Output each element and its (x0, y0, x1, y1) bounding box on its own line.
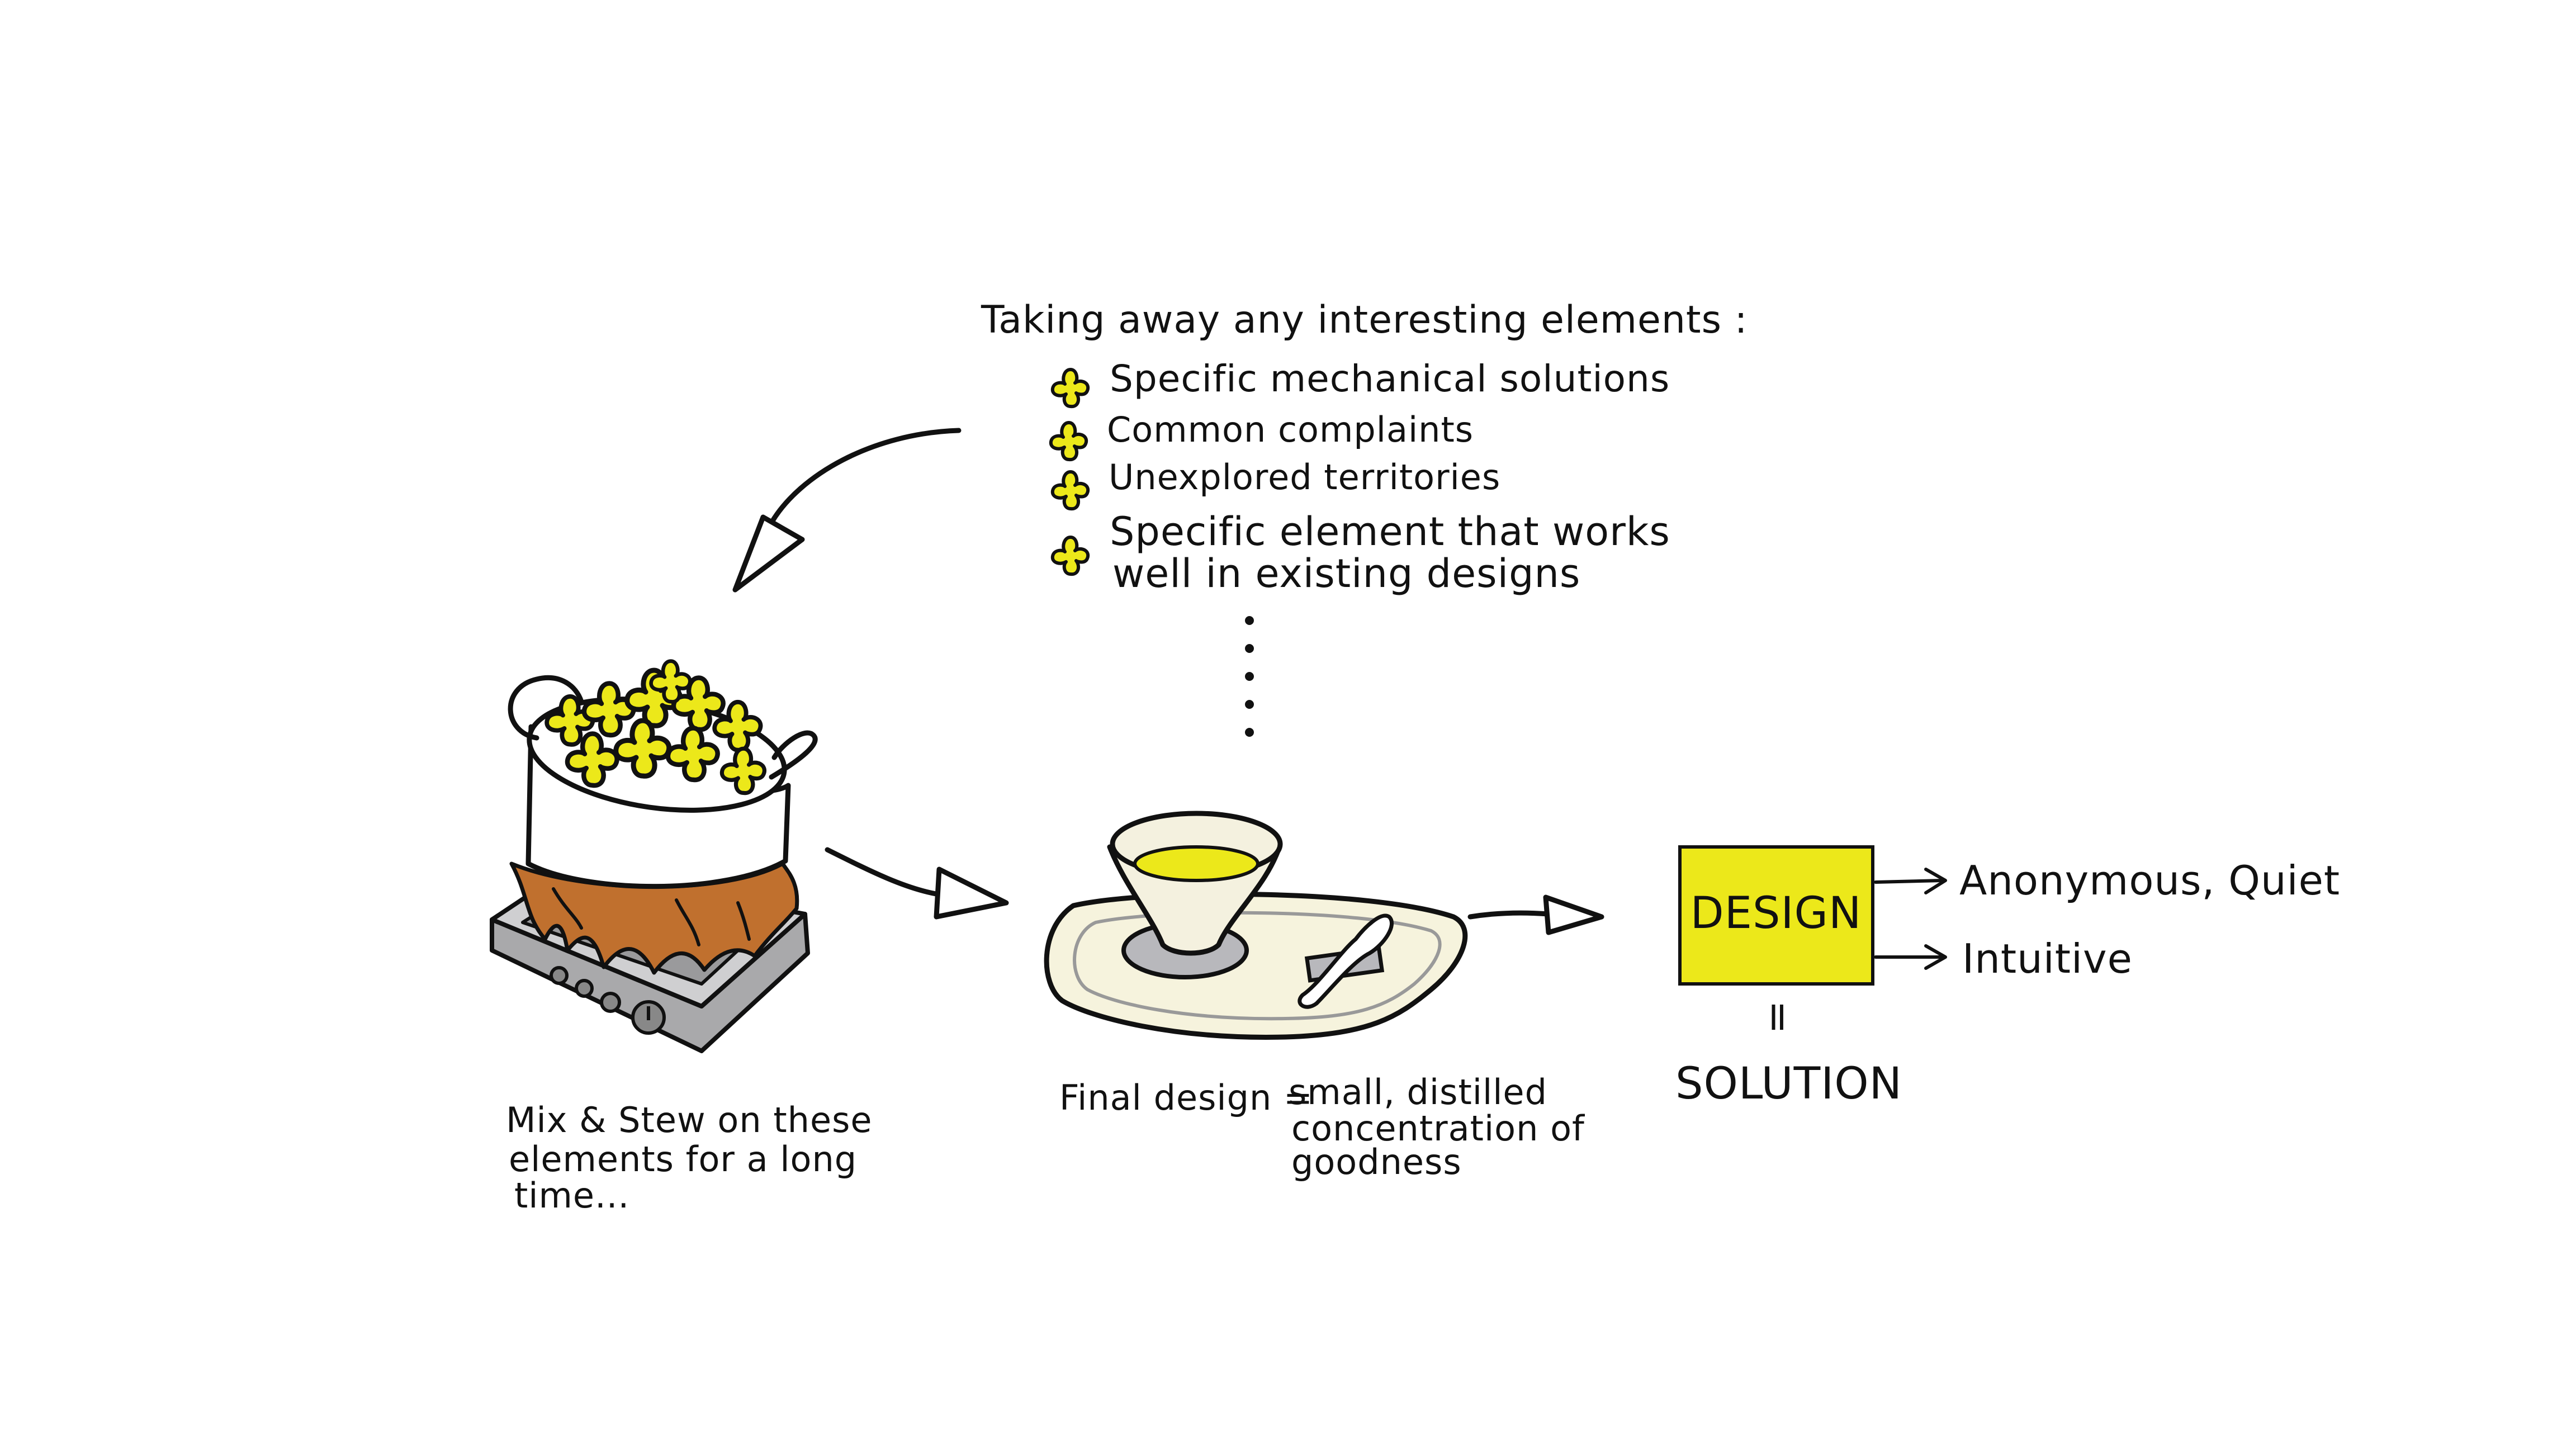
flower-icon (1053, 537, 1088, 574)
flower-icon (1053, 370, 1088, 406)
ellipsis-dots (1245, 616, 1254, 737)
arrow-dish-to-design (1467, 894, 1604, 935)
dish-caption: Final design = small, distilled concentr… (1059, 1072, 1585, 1182)
header-title: Taking away any interesting elements : (981, 298, 1748, 342)
arrow-header-to-pot (732, 428, 962, 593)
arrow-icon (732, 514, 805, 593)
bullet-item-4: Specific element that works (1110, 509, 1670, 555)
flower-icon (1053, 472, 1088, 509)
arrow-pot-to-dish (825, 847, 1009, 920)
cooking-pot-icon (508, 661, 818, 889)
design-label: DESIGN (1690, 888, 1862, 939)
arrow-icon (934, 866, 1009, 920)
bullet-item-5: well in existing designs (1112, 551, 1580, 596)
output-intuitive: Intuitive (1962, 935, 2133, 982)
dish-caption-line-2: concentration of (1291, 1108, 1585, 1149)
tea-set-illustration (1044, 811, 1468, 1040)
design-box-group: DESIGN = SOLUTION Anonymous, Quiet Intui… (1675, 845, 2340, 1109)
bullet-list: Specific mechanical solutions Common com… (1051, 357, 1670, 596)
bullet-item-3: Unexplored territories (1109, 457, 1500, 498)
header-group: Taking away any interesting elements : S… (981, 298, 1748, 737)
design-box (1678, 845, 1874, 986)
dish-caption-line-1: small, distilled (1289, 1072, 1547, 1112)
plate-icon (1044, 892, 1468, 1040)
bullet-item-2: Common complaints (1107, 409, 1474, 450)
dish-caption-label: Final design = (1059, 1077, 1313, 1118)
pot-caption-line-3: time... (514, 1175, 629, 1216)
spoon-icon (1298, 913, 1394, 1009)
pot-on-stove-illustration (490, 661, 818, 1053)
equals-sign: = (1755, 1000, 1802, 1034)
flower-icon (1051, 423, 1086, 460)
dish-caption-line-3: goodness (1291, 1142, 1462, 1182)
pot-caption-line-1: Mix & Stew on these (506, 1100, 873, 1140)
pot-caption-line-2: elements for a long (509, 1139, 857, 1180)
arrow-icon (1543, 894, 1604, 935)
solution-label: SOLUTION (1675, 1059, 1902, 1109)
output-anonymous-quiet: Anonymous, Quiet (1959, 857, 2340, 904)
bullet-item-1: Specific mechanical solutions (1110, 357, 1670, 400)
tea-cup-icon (1107, 811, 1283, 956)
pot-caption: Mix & Stew on these elements for a long … (506, 1100, 873, 1216)
